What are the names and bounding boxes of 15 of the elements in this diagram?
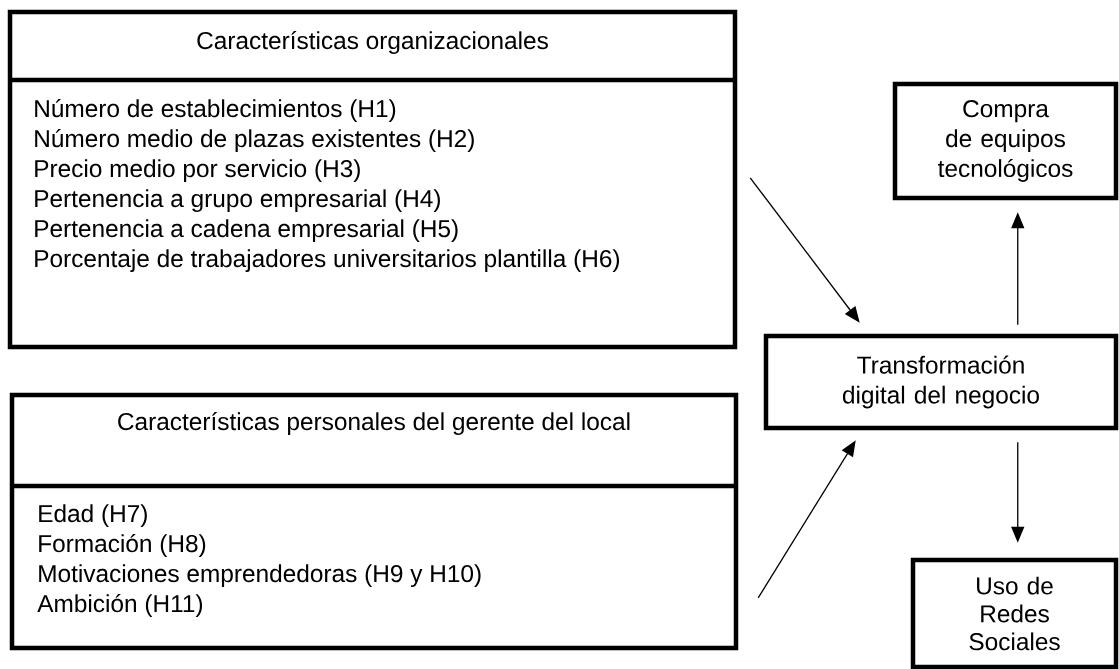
list-item: Porcentaje de trabajadores universitarios plantilla (H6) [35,249,620,273]
list-item: Motivaciones emprendedoras (H9 y H10) [39,564,481,588]
list-item: Pertenencia a grupo empresarial (H4) [35,189,440,213]
list-item: Precio medio por servicio (H3) [35,159,360,183]
list-item: Edad (H7) [39,504,147,528]
list-item: Pertenencia a cadena empresarial (H5) [35,219,458,243]
list-item: Número de establecimientos (H1) [35,99,396,123]
process-box: Transformación digital del negocio [763,333,1119,431]
process-box: Compra de equipos tecnológicos [892,81,1119,201]
list-item: Formación (H8) [39,534,206,558]
process-box: Uso de Redes Sociales [910,557,1119,669]
box-heading: Características personales del gerente del local [118,412,630,436]
box-heading: Características organizacionales [197,31,548,55]
list-item: Número medio de plazas existentes (H2) [35,129,474,153]
list-item: Ambición (H11) [37,594,203,618]
